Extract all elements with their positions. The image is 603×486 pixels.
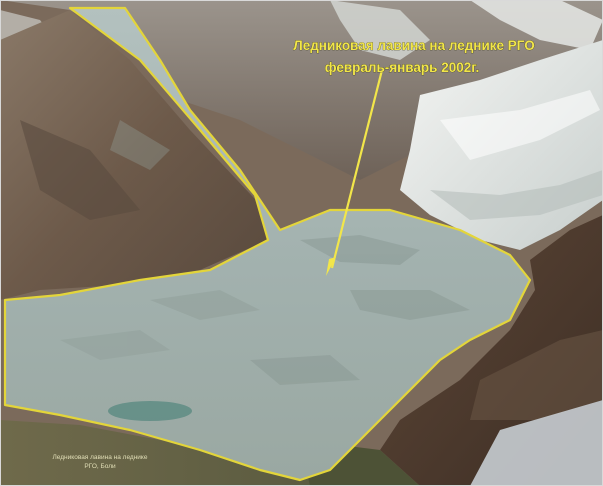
mountain-slope-left (0, 10, 270, 300)
ridge-right-lower (470, 330, 603, 420)
shadow-slope-left (20, 120, 140, 220)
caption-line-1: Ледниковая лавина на леднике РГО (293, 38, 535, 53)
caption-line-2: февраль-январь 2002г. (325, 60, 480, 75)
credit-line-1: Ледниковая лавина на леднике (53, 454, 148, 461)
avalanche-texture (60, 120, 470, 385)
sky-haze-corner (470, 400, 603, 486)
avalanche-outline (3, 6, 532, 482)
snow-patch-top-right (470, 0, 603, 50)
avalanche-deposit (5, 8, 530, 480)
pointer-arrow (330, 69, 384, 269)
glacier-highlight (440, 90, 600, 160)
credit-line-2: РГО, Боли (84, 463, 116, 470)
valley-floor-bottom (0, 420, 320, 486)
snow-patch-top (330, 0, 430, 60)
pointer-arrow-head (326, 257, 336, 276)
glacier-moraine (430, 170, 603, 220)
glacial-lake (108, 401, 192, 421)
